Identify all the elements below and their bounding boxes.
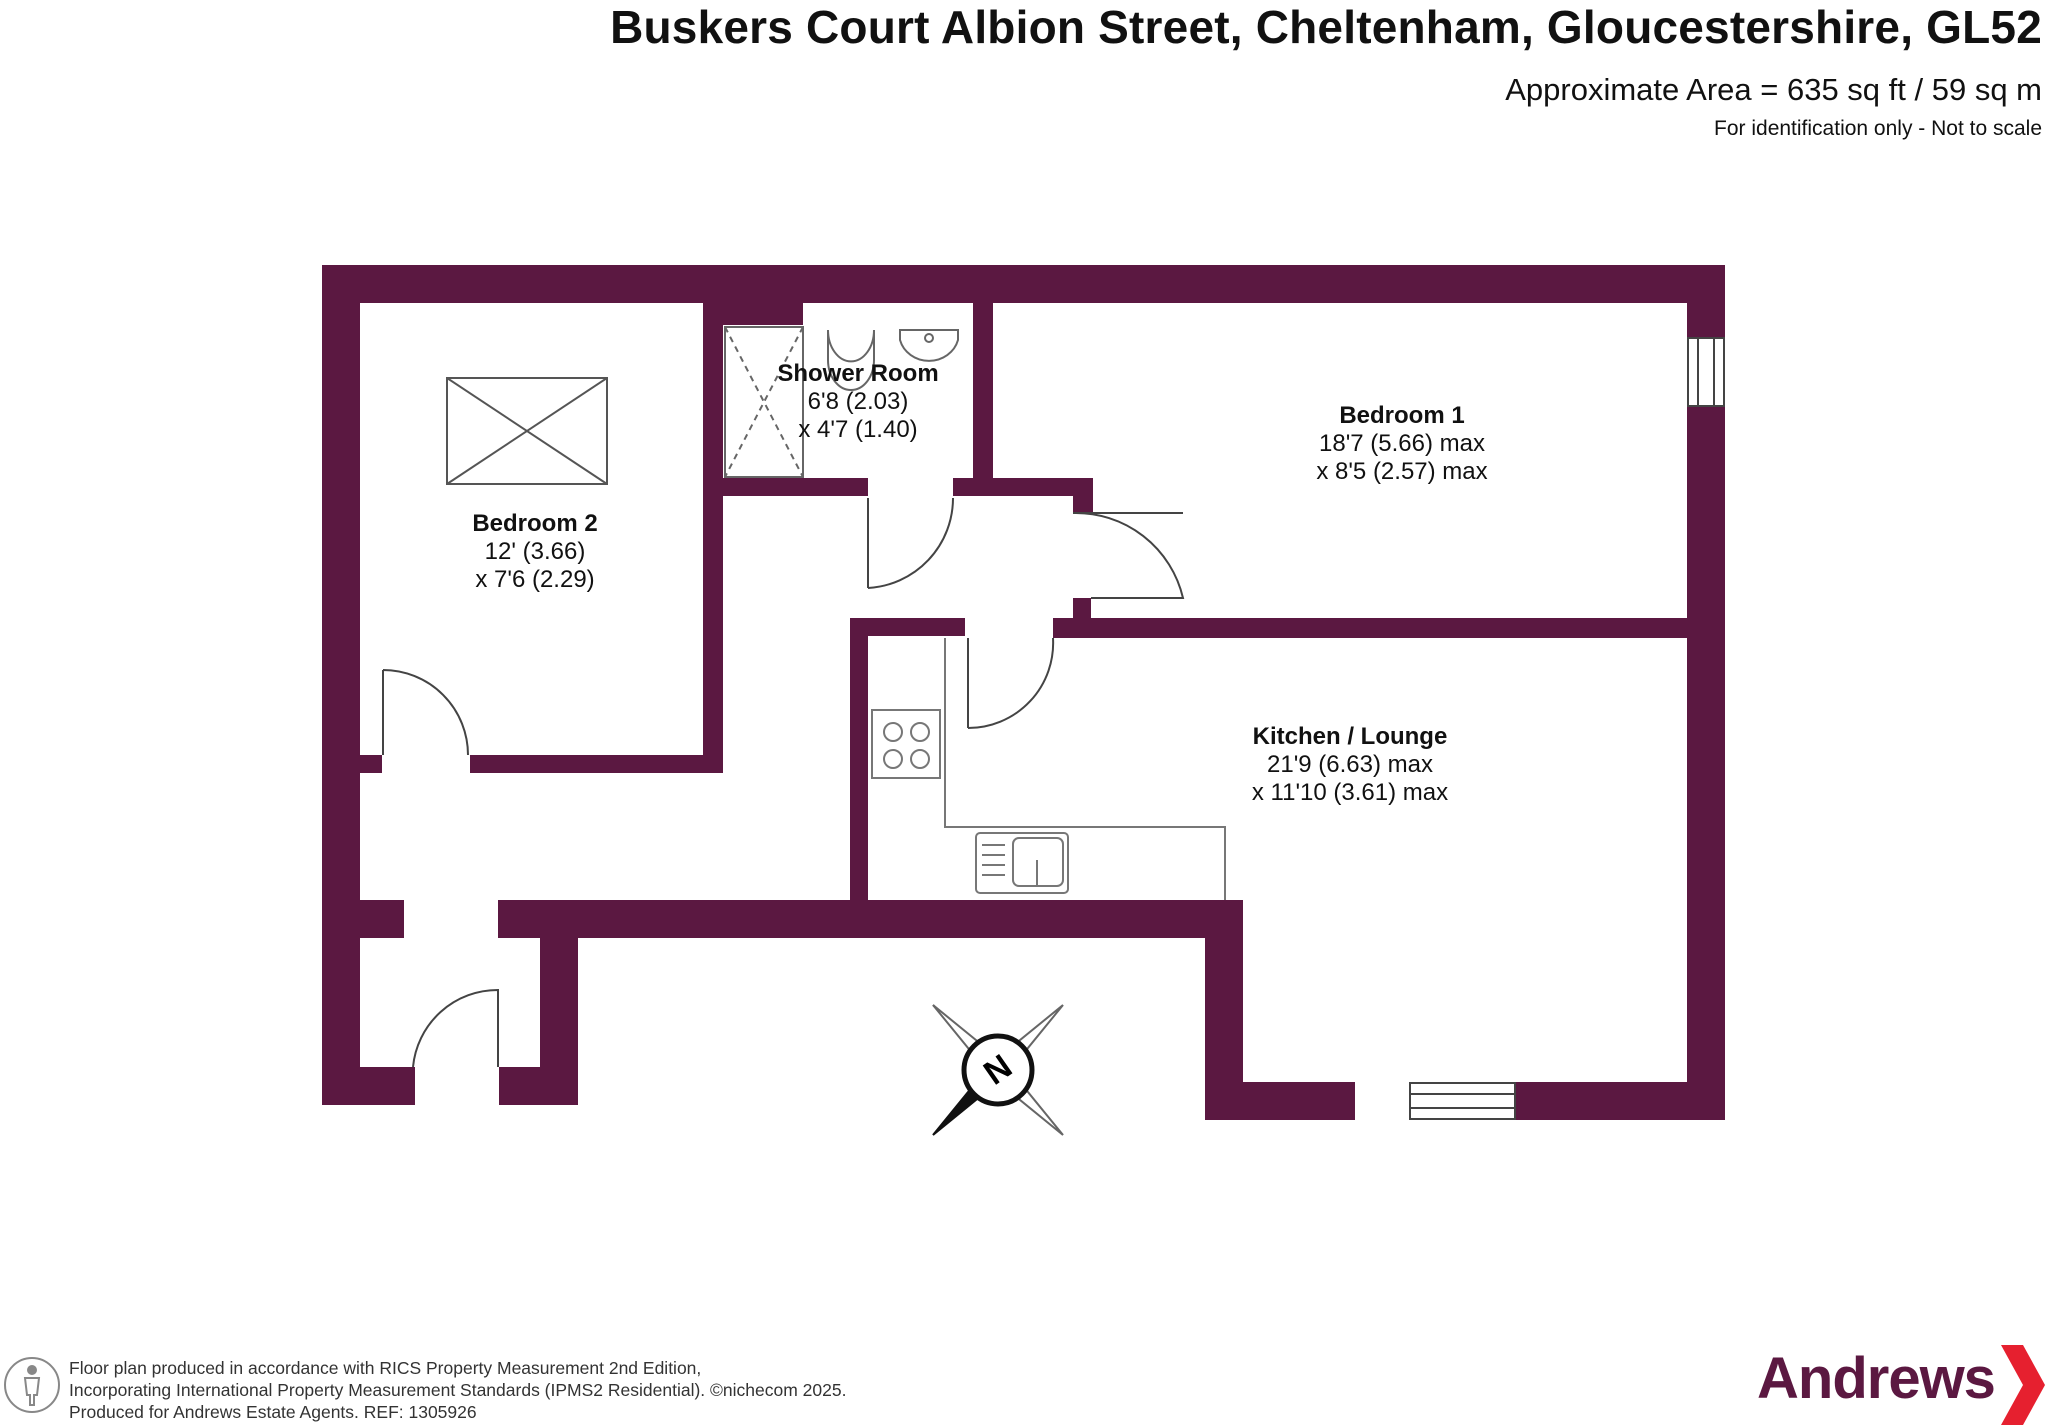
approximate-area: Approximate Area = 635 sq ft / 59 sq m — [1505, 72, 2042, 107]
room-label-shower: Shower Room 6'8 (2.03) x 4'7 (1.40) — [758, 360, 958, 444]
bedroom2-door — [382, 669, 469, 756]
room-name: Kitchen / Lounge — [1252, 723, 1448, 750]
room-label-kitchen: Kitchen / Lounge 21'9 (6.63) max x 11'10… — [1225, 723, 1475, 807]
room-name: Bedroom 1 — [1339, 402, 1465, 429]
footer-line: Produced for Andrews Estate Agents. REF:… — [69, 1402, 477, 1422]
accessibility-person-icon — [4, 1357, 60, 1413]
doors — [382, 497, 1185, 1068]
toilet — [827, 329, 875, 391]
bedroom1-door — [1072, 511, 1185, 599]
sink — [975, 832, 1069, 894]
room-dim: 6'8 (2.03) — [807, 388, 909, 415]
shower-fixtures — [724, 326, 959, 478]
hob — [871, 709, 941, 779]
room-dim: 21'9 (6.63) max — [1267, 751, 1433, 778]
compass-rose-icon: N — [932, 1004, 1064, 1136]
room-name: Bedroom 2 — [472, 510, 598, 537]
bedroom1-window — [1687, 337, 1725, 407]
room-dim: x 7'6 (2.29) — [475, 566, 595, 593]
entrance-door — [412, 988, 499, 1068]
room-label-bedroom1: Bedroom 1 18'7 (5.66) max x 8'5 (2.57) m… — [1277, 402, 1527, 486]
kitchen-fixtures — [871, 638, 1226, 900]
room-dim: x 8'5 (2.57) max — [1316, 458, 1488, 485]
skylight — [446, 377, 608, 485]
room-dim: 12' (3.66) — [484, 538, 586, 565]
brand-chevron-icon — [2001, 1345, 2045, 1425]
disclaimer: For identification only - Not to scale — [1714, 117, 2042, 140]
room-dim: x 11'10 (3.61) max — [1251, 779, 1449, 806]
shower-tray — [724, 326, 804, 478]
windows — [1409, 337, 1725, 1120]
room-label-bedroom2: Bedroom 2 12' (3.66) x 7'6 (2.29) — [435, 510, 635, 594]
kitchen-door — [967, 637, 1055, 730]
room-name: Shower Room — [777, 360, 939, 387]
lounge-window — [1409, 1082, 1516, 1120]
footer-line: Floor plan produced in accordance with R… — [69, 1358, 702, 1378]
footer-line: Incorporating International Property Mea… — [69, 1380, 847, 1400]
page-title: Buskers Court Albion Street, Cheltenham,… — [610, 1, 2042, 53]
room-dim: x 4'7 (1.40) — [798, 416, 918, 443]
wash-basin — [899, 329, 959, 362]
walls — [322, 265, 1725, 1120]
worktop — [944, 638, 1226, 900]
shower-door — [867, 497, 955, 589]
room-dim: 18'7 (5.66) max — [1319, 430, 1485, 457]
footer-credits: Floor plan produced in accordance with R… — [69, 1357, 846, 1423]
brand-logo-text: Andrews — [1757, 1346, 1996, 1411]
